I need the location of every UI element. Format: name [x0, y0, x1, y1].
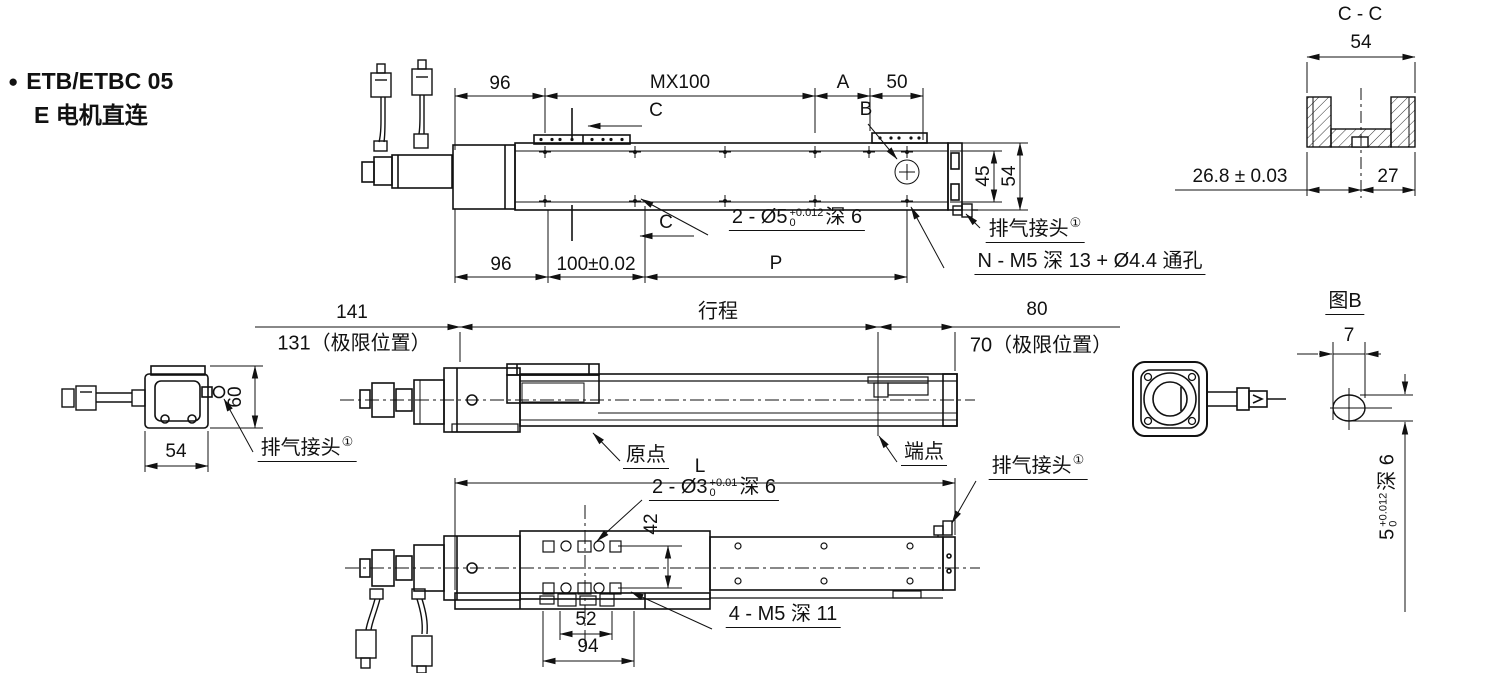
- rail-body: [514, 142, 949, 211]
- motor-plug: [361, 161, 375, 183]
- mounting-plate: [871, 132, 928, 144]
- end-cap: [942, 536, 956, 591]
- origin-leader: [592, 432, 621, 462]
- left-end-view: [61, 365, 263, 472]
- motor-end-view: [1132, 361, 1286, 437]
- dim-80: 80: [1026, 299, 1048, 321]
- n-m5-note: N - M5 深 13 + Ø4.4 通孔: [974, 251, 1206, 275]
- dim-94: 94: [577, 636, 599, 658]
- exhaust-leader: [951, 480, 977, 524]
- endpoint-leader: [878, 435, 898, 463]
- page-subtitle: E 电机直连: [34, 102, 148, 128]
- hole-note-leader: [640, 198, 709, 236]
- dim-42: 42: [641, 513, 663, 535]
- b-leader: [867, 123, 898, 160]
- dim-96-top: 96: [489, 73, 511, 95]
- section-cc-view: [1175, 53, 1416, 198]
- dim-100: 100±0.02: [556, 254, 636, 276]
- dims: [255, 323, 1120, 463]
- bullet-icon: ●: [8, 71, 19, 91]
- dim-52: 52: [575, 609, 597, 631]
- limit-80: 70（极限位置）: [969, 334, 1113, 357]
- hole-markers: [539, 146, 920, 207]
- dim-mx100: MX100: [649, 72, 711, 94]
- dim-p: P: [769, 253, 783, 275]
- carriage-bottom-plate: [454, 592, 711, 610]
- screw-holes: [539, 540, 622, 607]
- b-hole-circle: [894, 159, 920, 185]
- dim-54-cc: 54: [1350, 32, 1372, 54]
- dim-54-end: 54: [165, 441, 187, 463]
- dim-141: 141: [336, 302, 368, 324]
- dim-a: A: [836, 72, 850, 94]
- motor-cable-icon: [355, 588, 433, 673]
- dim-60: 60: [225, 386, 247, 408]
- motor-body: [413, 379, 445, 425]
- dims: [454, 478, 977, 667]
- dims: [1297, 342, 1413, 612]
- section-label-c-bottom: C: [659, 212, 673, 234]
- slot-note: 5 +0.012 0 深 6: [1376, 454, 1400, 540]
- section-cc-title: C - C: [1337, 4, 1383, 26]
- dim-45: 45: [973, 165, 995, 187]
- endpoint-label: 端点: [901, 442, 947, 466]
- mounting-plate: [533, 134, 631, 145]
- limit-141: 131（极限位置）: [277, 332, 431, 355]
- side-view: [255, 323, 1120, 463]
- plan-view: [361, 59, 1028, 283]
- exhaust-leader: [223, 398, 254, 453]
- dims: [454, 88, 1028, 283]
- label-b: B: [859, 99, 873, 121]
- m5-note: 4 - M5 深 11: [725, 604, 841, 628]
- product-name: ETB/ETBC 05: [26, 68, 174, 94]
- hole-note-o5: 2 - Ø5 +0.012 0 深 6: [728, 206, 866, 231]
- motor-body: [391, 154, 453, 189]
- carriage-body: [506, 374, 600, 404]
- dim-27: 27: [1377, 166, 1399, 188]
- page-title: ● ETB/ETBC 05: [8, 68, 173, 95]
- exhaust-fitting-icon: [933, 520, 953, 537]
- tolerance: +0.012 0: [789, 206, 824, 229]
- bottom-view: [345, 478, 980, 673]
- cable-connector-icon: [1207, 387, 1286, 411]
- hole-note-o3: 2 - Ø3 +0.01 0 深 6: [648, 476, 780, 501]
- stroke-label: 行程: [698, 300, 738, 323]
- cable-connector-icon: [61, 385, 146, 411]
- n-note-leader: [910, 206, 945, 269]
- carriage-end-face: [144, 373, 209, 429]
- detail-b-title: 图B: [1325, 291, 1365, 315]
- exhaust-fitting-icon: [201, 386, 213, 398]
- m5-leader: [630, 591, 713, 630]
- section-label-c-top: C: [649, 100, 663, 122]
- dim-54: 54: [999, 165, 1021, 187]
- dim-26-8: 26.8 ± 0.03: [1192, 166, 1288, 188]
- dim-7: 7: [1343, 325, 1355, 347]
- dim-l: L: [694, 456, 706, 478]
- tolerance: +0.01 0: [709, 476, 738, 499]
- dim-96-bottom: 96: [490, 254, 512, 276]
- exhaust-leader: [965, 213, 981, 229]
- origin-label: 原点: [623, 445, 669, 469]
- motor-cable-icon: [370, 59, 433, 152]
- dims: [144, 365, 263, 472]
- detail-b-view: [1297, 342, 1413, 612]
- dim-50: 50: [886, 72, 908, 94]
- hole-note-leader: [596, 499, 643, 542]
- tolerance: +0.012 0: [1377, 492, 1399, 527]
